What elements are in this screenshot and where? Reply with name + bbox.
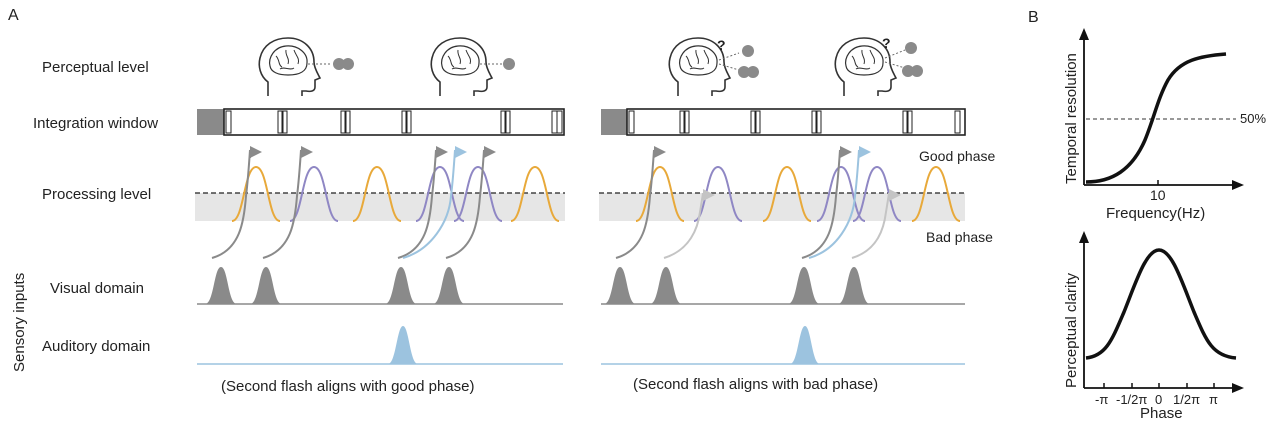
reference-label-50: 50% — [1240, 111, 1266, 126]
oscillation-bump — [289, 165, 339, 222]
flag-trace — [402, 146, 467, 259]
flag-trace — [615, 146, 666, 259]
visual-pulse — [604, 267, 636, 304]
percept-dot — [905, 42, 917, 54]
threshold-band-left — [195, 193, 565, 221]
bottom-ylabel: Perceptual clarity — [1063, 272, 1080, 388]
flag-trace — [211, 146, 262, 259]
bottom-x-tick-label: π — [1209, 392, 1218, 407]
visual-pulse — [205, 267, 237, 304]
bad-phase-label: Bad phase — [926, 229, 993, 245]
row-label-visual: Visual domain — [50, 280, 144, 297]
percept-dot — [747, 66, 759, 78]
threshold-band-right — [599, 193, 965, 221]
visual-pulse — [838, 267, 870, 304]
oscillation-bump — [816, 165, 866, 222]
flag-trace — [808, 146, 871, 259]
visual-pulse — [650, 267, 682, 304]
bell-curve — [1085, 248, 1237, 360]
good-phase-label: Good phase — [919, 148, 995, 164]
oscillation-bump — [911, 165, 961, 222]
row-label-processing: Processing level — [42, 186, 151, 203]
perceptual-clarity-chart: Perceptual clarity -π -1/2π 0 1/2π π Pha… — [1063, 231, 1244, 422]
percept-dot — [742, 45, 754, 57]
row-label-perceptual: Perceptual level — [42, 59, 149, 76]
top-x-tick-label: 10 — [1150, 187, 1166, 203]
film-sprockets — [628, 110, 961, 134]
bottom-x-tick-label: -π — [1095, 392, 1108, 407]
oscillation-bump — [352, 165, 402, 222]
bottom-xlabel: Phase — [1140, 405, 1183, 422]
oscillation-bump — [453, 165, 503, 222]
film-sprockets — [225, 110, 563, 134]
question-mark: ? — [882, 35, 891, 51]
top-ylabel: Temporal resolution — [1063, 53, 1080, 184]
bottom-x-arrow — [1232, 383, 1244, 393]
percept-link — [718, 52, 740, 61]
visual-pulse — [788, 267, 820, 304]
oscillation-bump — [231, 165, 281, 222]
percept-dot — [342, 58, 354, 70]
caption-right: (Second flash aligns with bad phase) — [633, 376, 878, 393]
integration-window-right — [601, 108, 966, 136]
percept-dot — [911, 65, 923, 77]
oscillation-bump — [762, 165, 812, 222]
question-mark: ? — [717, 37, 726, 53]
oscillation-bump — [693, 165, 743, 222]
integration-window-left — [197, 108, 565, 136]
percept-dot — [503, 58, 515, 70]
row-label-sensory: Sensory inputs — [11, 273, 28, 372]
flag-trace — [801, 146, 852, 259]
row-label-auditory: Auditory domain — [42, 338, 150, 355]
visual-pulse — [385, 267, 417, 304]
auditory-pulse — [790, 326, 820, 364]
percept-dot — [333, 58, 345, 70]
sigmoid-curve — [1085, 52, 1227, 184]
oscillation-bump — [510, 165, 560, 222]
auditory-pulse — [388, 326, 418, 364]
top-x-arrow — [1232, 180, 1244, 190]
bottom-x-tick-label: 0 — [1155, 392, 1162, 407]
head-icon — [668, 37, 732, 96]
bottom-y-arrow — [1079, 231, 1089, 243]
percept-link — [884, 49, 906, 59]
panel-b-label: B — [1028, 9, 1039, 26]
flag-trace — [663, 189, 715, 259]
visual-pulse — [433, 267, 465, 304]
percept-link — [884, 61, 906, 69]
oscillation-bump — [852, 165, 902, 222]
top-xlabel: Frequency(Hz) — [1106, 205, 1205, 222]
head-icon — [258, 37, 322, 96]
flag-trace — [445, 146, 496, 259]
panel-a-label: A — [8, 7, 19, 24]
flag-trace — [851, 189, 901, 259]
bottom-x-tick-label: 1/2π — [1173, 392, 1200, 407]
head-icon — [430, 37, 494, 96]
flag-trace — [262, 146, 313, 259]
oscillation-bump — [415, 165, 465, 222]
head-icon — [834, 37, 898, 96]
flag-trace — [397, 146, 448, 259]
bottom-x-tick-label: -1/2π — [1116, 392, 1147, 407]
row-label-integration: Integration window — [33, 115, 158, 132]
percept-link — [718, 63, 740, 71]
percept-dot — [738, 66, 750, 78]
caption-left: (Second flash aligns with good phase) — [221, 378, 475, 395]
top-y-arrow — [1079, 28, 1089, 40]
visual-pulse — [250, 267, 282, 304]
temporal-resolution-chart: Temporal resolution 10 Frequency(Hz) 50% — [1063, 28, 1266, 222]
oscillation-bump — [635, 165, 685, 222]
percept-dot — [902, 65, 914, 77]
